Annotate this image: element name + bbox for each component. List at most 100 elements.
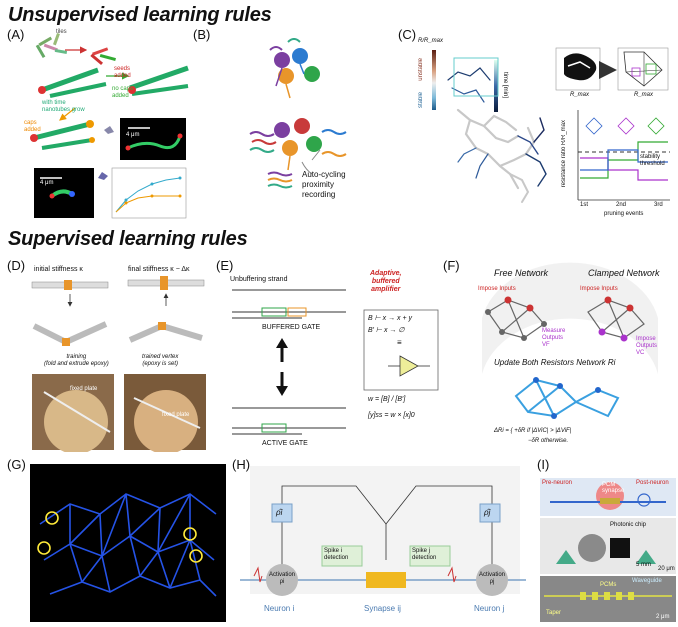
label-scale-20um: 20 μm <box>658 566 675 572</box>
eq-4: w = [B] / [B′] <box>368 396 406 403</box>
eq-1: B ⊢ x → x + y <box>368 315 413 322</box>
label-free-network: Free Network <box>494 268 549 278</box>
label-clamped-network: Clamped Network <box>588 268 660 278</box>
label-pre-neuron: Pre-neuron <box>542 480 573 486</box>
eq-3: ≡ <box>397 338 402 347</box>
colorbar-resistance <box>432 50 436 110</box>
label-update-resistors: Update Both Resistors Network Ri <box>494 358 616 367</box>
label-taper: Taper <box>546 610 562 616</box>
label-impose-inputs-1: Impose Inputs <box>478 286 516 292</box>
chip-photo <box>540 518 676 574</box>
eq-2: B′ ⊢ x → ∅ <box>368 327 405 334</box>
label-scale-1: 4 μm <box>126 132 140 138</box>
label-pcm-synapse: PCM synapse <box>602 482 625 494</box>
label-post-neuron: Post-neuron <box>636 480 669 486</box>
label-fixed-plate-2: fixed plate <box>162 412 190 418</box>
label-rule-1: ΔRi = { +δR if |ΔViC| > |ΔViF| <box>494 428 572 434</box>
label-synapse: Synapse ij <box>364 604 401 613</box>
eq-5: [y]ss = w × [x]0 <box>368 412 415 419</box>
growth-plot <box>111 167 187 219</box>
label-unbuffering: Unbuffering strand <box>230 276 288 283</box>
label-stability-threshold: stability threshold <box>640 154 665 167</box>
panel-label-f: (F) <box>443 258 460 273</box>
panel-d: initial stiffness κ final stiffness κ − … <box>30 262 208 454</box>
label-rmax-1: R_max <box>570 92 590 98</box>
label-neuron-i: Neuron i <box>264 604 295 613</box>
label-scale-5mm: 5 mm <box>636 562 651 568</box>
label-measure-outputs: Measure Outputs VF <box>542 328 566 348</box>
label-pruning-events: pruning events <box>604 211 644 217</box>
tiles-cluster <box>35 33 68 59</box>
label-waveguide: Waveguide <box>632 578 662 584</box>
label-scale-2: 4 μm <box>40 180 54 186</box>
label-photonic-chip: Photonic chip <box>610 522 647 528</box>
panel-f: Free Network Clamped Network Impose Inpu… <box>458 262 676 452</box>
fluorescent-network-image <box>37 493 217 597</box>
label-impose-inputs-2: Impose Inputs <box>580 286 618 292</box>
stiffness-training-diagram <box>31 276 206 454</box>
recording-strands <box>267 171 293 189</box>
cell-cluster-bottom <box>249 118 347 175</box>
label-pcms: PCMs <box>600 582 617 588</box>
label-scale-2um: 2 μm <box>656 614 670 620</box>
label-activation-j: Activation ρj <box>479 572 506 585</box>
nanotube-diagram <box>30 33 189 219</box>
label-neuron-j: Neuron j <box>474 604 505 613</box>
label-spike-j: Spike j detection <box>412 548 437 561</box>
micrograph-1 <box>120 118 186 160</box>
label-resistance-ratio: resistance ratio R/R_max <box>561 120 567 188</box>
label-time: time [min] <box>502 72 508 99</box>
label-event-2: 2nd <box>616 202 627 208</box>
equation-box <box>363 309 439 391</box>
network-schematic-2 <box>617 47 669 91</box>
label-initial-stiffness: initial stiffness κ <box>34 266 83 273</box>
seeds-cluster <box>90 47 116 66</box>
panel-c: R/R_max unstable stable time [min] R_max… <box>418 30 676 222</box>
label-rho-hat-i: ρ̂i <box>276 508 283 517</box>
panel-label-b: (B) <box>193 27 211 42</box>
spike-box-j <box>409 545 451 567</box>
label-stable: stable <box>418 92 424 109</box>
label-tiles: tiles <box>56 29 67 35</box>
supervised-title: Supervised learning rules <box>8 228 248 250</box>
panel-label-c: (C) <box>398 27 417 42</box>
panel-label-g: (G) <box>7 457 26 472</box>
label-rule-2: −δR otherwise. <box>528 438 569 444</box>
label-training: training (fold and extrude epoxy) <box>44 354 109 367</box>
label-nanotubes: with time nanotubes grow <box>42 100 85 113</box>
spike-box-i <box>321 545 363 567</box>
pruning-network-diagram <box>432 47 670 203</box>
panel-label-d: (D) <box>7 258 26 273</box>
synapse-circuit-diagram <box>240 466 526 596</box>
rho-box-i <box>271 503 293 523</box>
label-rmax-2: R_max <box>634 92 654 98</box>
panel-a: tiles seeds added with time nanotubes gr… <box>20 28 190 226</box>
zoom-box <box>453 57 499 97</box>
colorbar-time <box>494 60 498 112</box>
cell-cluster-top <box>269 38 320 99</box>
synapse-block <box>366 572 406 588</box>
label-activation-i: Activation ρi <box>269 572 296 585</box>
label-trained-vertex: trained vertex (epoxy is set) <box>142 354 179 367</box>
label-caps: caps added <box>24 120 41 133</box>
nanotube-long-2 <box>128 65 189 96</box>
photonic-chip-images <box>540 478 676 622</box>
neuron-i-circle <box>266 564 298 596</box>
nanotube-long <box>38 67 107 98</box>
panel-label-a: (A) <box>7 27 25 42</box>
label-final-stiffness: final stiffness κ − Δκ <box>128 266 190 273</box>
rho-box-j <box>479 503 501 523</box>
label-spike-i: Spike i detection <box>324 548 349 561</box>
panel-label-h: (H) <box>232 457 251 472</box>
unsupervised-title: Unsupervised learning rules <box>8 4 272 26</box>
nanotube-capped <box>30 120 95 150</box>
pruned-network <box>447 67 547 203</box>
label-impose-outputs: Impose Outputs VC <box>636 336 658 356</box>
panel-g <box>30 464 226 622</box>
label-unstable: unstable <box>418 58 424 81</box>
dna-gate-diagram <box>232 289 439 435</box>
label-seeds: seeds added <box>114 66 131 79</box>
panel-label-i: (I) <box>537 457 550 472</box>
label-amp-title: Adaptive, buffered amplifier <box>370 270 402 293</box>
label-rho-hat-j: ρ̂j <box>484 508 491 517</box>
